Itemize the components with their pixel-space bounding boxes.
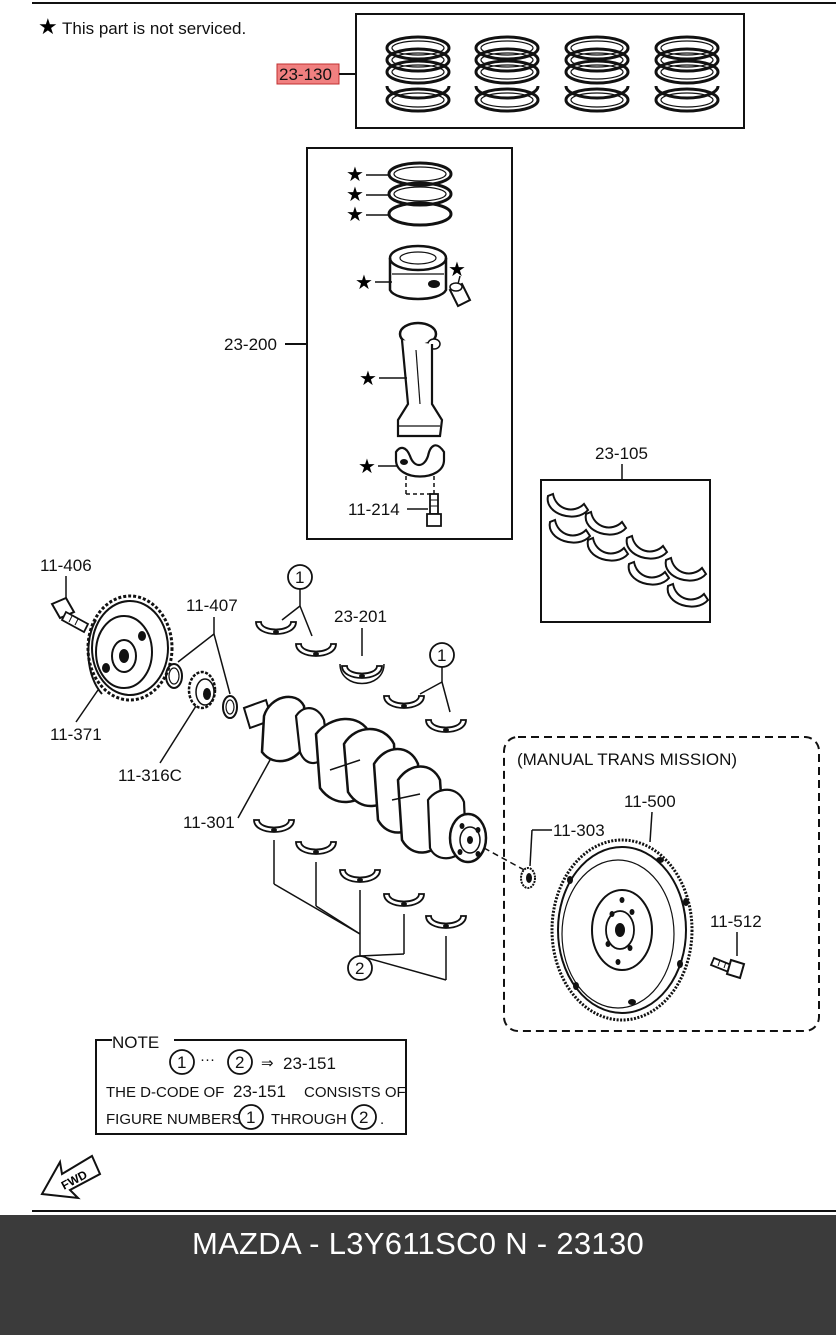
label-11-316c[interactable]: 11-316C xyxy=(118,766,182,785)
piston-ring-stack-3 xyxy=(566,37,628,111)
crankshaft-pulley xyxy=(86,594,174,702)
callout-1-middle: 1 xyxy=(429,642,455,668)
rod-bolt xyxy=(426,493,442,527)
footer-title: MAZDA - L3Y611SC0 N - 23130 xyxy=(191,1226,645,1261)
note-line3-a: FIGURE NUMBERS xyxy=(106,1111,242,1128)
bearing-shell-pair-1 xyxy=(546,493,591,544)
star-icon: ★ xyxy=(346,184,364,206)
legend-text: This part is not serviced. xyxy=(62,19,246,38)
bearing-set-box xyxy=(540,479,711,623)
label-11-407[interactable]: 11-407 xyxy=(186,596,238,615)
note-range-sep: ··· xyxy=(200,1051,215,1068)
label-11-301[interactable]: 11-301 xyxy=(183,813,235,832)
label-11-371[interactable]: 11-371 xyxy=(50,725,102,744)
svg-text:1: 1 xyxy=(437,646,446,665)
star-icon: ★ xyxy=(359,368,377,390)
manual-transmission-title: (MANUAL TRANS MISSION) xyxy=(517,750,737,769)
star-icon: ★ xyxy=(448,259,466,281)
main-bearing-lower-5 xyxy=(425,915,467,929)
pulley-bolt xyxy=(50,596,90,634)
label-11-214[interactable]: 11-214 xyxy=(348,500,400,519)
rod-cap xyxy=(394,444,446,478)
crankshaft xyxy=(242,695,488,864)
pilot-bearing xyxy=(520,867,536,889)
note-callout-1b xyxy=(238,1104,264,1130)
main-bearing-lower-2 xyxy=(295,841,337,855)
svg-text:2: 2 xyxy=(355,959,364,978)
piston-ring-set-box xyxy=(355,13,745,129)
seal-ring-front xyxy=(165,663,183,689)
fwd-arrow-icon: FWD xyxy=(40,1154,102,1200)
piston-ring-stack-1 xyxy=(387,37,449,111)
note-code: 23-151 xyxy=(283,1054,336,1073)
label-23-200[interactable]: 23-200 xyxy=(224,335,277,354)
svg-text:1: 1 xyxy=(246,1108,255,1127)
note-line2-a: THE D-CODE OF xyxy=(106,1084,224,1101)
parts-diagram: ★ This part is not serviced. 23-130 23-2… xyxy=(32,2,836,1212)
main-bearing-upper-3 xyxy=(383,695,425,709)
callout-1-upper: 1 xyxy=(287,564,313,590)
svg-text:1: 1 xyxy=(177,1053,186,1072)
svg-text:1: 1 xyxy=(295,568,304,587)
connecting-rod xyxy=(396,321,444,438)
label-11-512[interactable]: 11-512 xyxy=(710,912,762,931)
main-bearing-upper-1 xyxy=(255,621,297,635)
label-11-406[interactable]: 11-406 xyxy=(40,556,92,575)
main-bearing-upper-2 xyxy=(295,643,337,657)
crankshaft-sprocket xyxy=(187,670,217,710)
flywheel xyxy=(550,838,694,1022)
note-arrow: ⇒ xyxy=(261,1055,274,1072)
thrust-bearing xyxy=(339,663,385,685)
bearing-shell-pair-4 xyxy=(664,557,709,608)
svg-text:2: 2 xyxy=(359,1108,368,1127)
label-23-105[interactable]: 23-105 xyxy=(595,444,648,463)
label-11-500[interactable]: 11-500 xyxy=(624,792,676,811)
note-line2-b: 23-151 xyxy=(233,1082,286,1101)
label-23-201[interactable]: 23-201 xyxy=(334,607,387,626)
manual-transmission-box xyxy=(503,736,820,1032)
star-icon: ★ xyxy=(38,14,58,39)
main-bearing-upper-4 xyxy=(425,719,467,733)
main-bearing-lower-1 xyxy=(253,819,295,833)
seal-ring-rear xyxy=(222,695,238,719)
note-callout-2b xyxy=(351,1104,377,1130)
piston-ring-stack-4 xyxy=(656,37,718,111)
main-bearing-lower-4 xyxy=(383,893,425,907)
piston xyxy=(388,244,448,301)
bearing-shell-pair-2 xyxy=(584,511,629,562)
callout-2: 2 xyxy=(347,955,373,981)
footer-bar xyxy=(0,1215,836,1335)
note-line2-c: CONSISTS OF xyxy=(304,1084,406,1101)
note-box: NOTE 1 ··· 2 ⇒ 23-151 THE D-CODE OF 23-1… xyxy=(95,1033,407,1135)
note-callout-1 xyxy=(169,1049,195,1075)
note-heading: NOTE xyxy=(112,1033,159,1052)
piston-rings xyxy=(387,161,453,227)
star-icon: ★ xyxy=(346,204,364,226)
note-line3-end: . xyxy=(380,1111,384,1128)
note-line3-b: THROUGH xyxy=(271,1111,347,1128)
main-bearing-lower-3 xyxy=(339,869,381,883)
star-icon: ★ xyxy=(346,164,364,186)
label-23-130[interactable]: 23-130 xyxy=(279,65,332,84)
bearing-shell-pair-3 xyxy=(625,535,670,586)
note-callout-2 xyxy=(227,1049,253,1075)
piston-pin xyxy=(448,275,472,308)
label-11-303[interactable]: 11-303 xyxy=(553,821,605,840)
piston-ring-stack-2 xyxy=(476,37,538,111)
svg-text:2: 2 xyxy=(235,1053,244,1072)
star-icon: ★ xyxy=(355,272,373,294)
star-icon: ★ xyxy=(358,456,376,478)
flywheel-bolt xyxy=(709,956,746,980)
